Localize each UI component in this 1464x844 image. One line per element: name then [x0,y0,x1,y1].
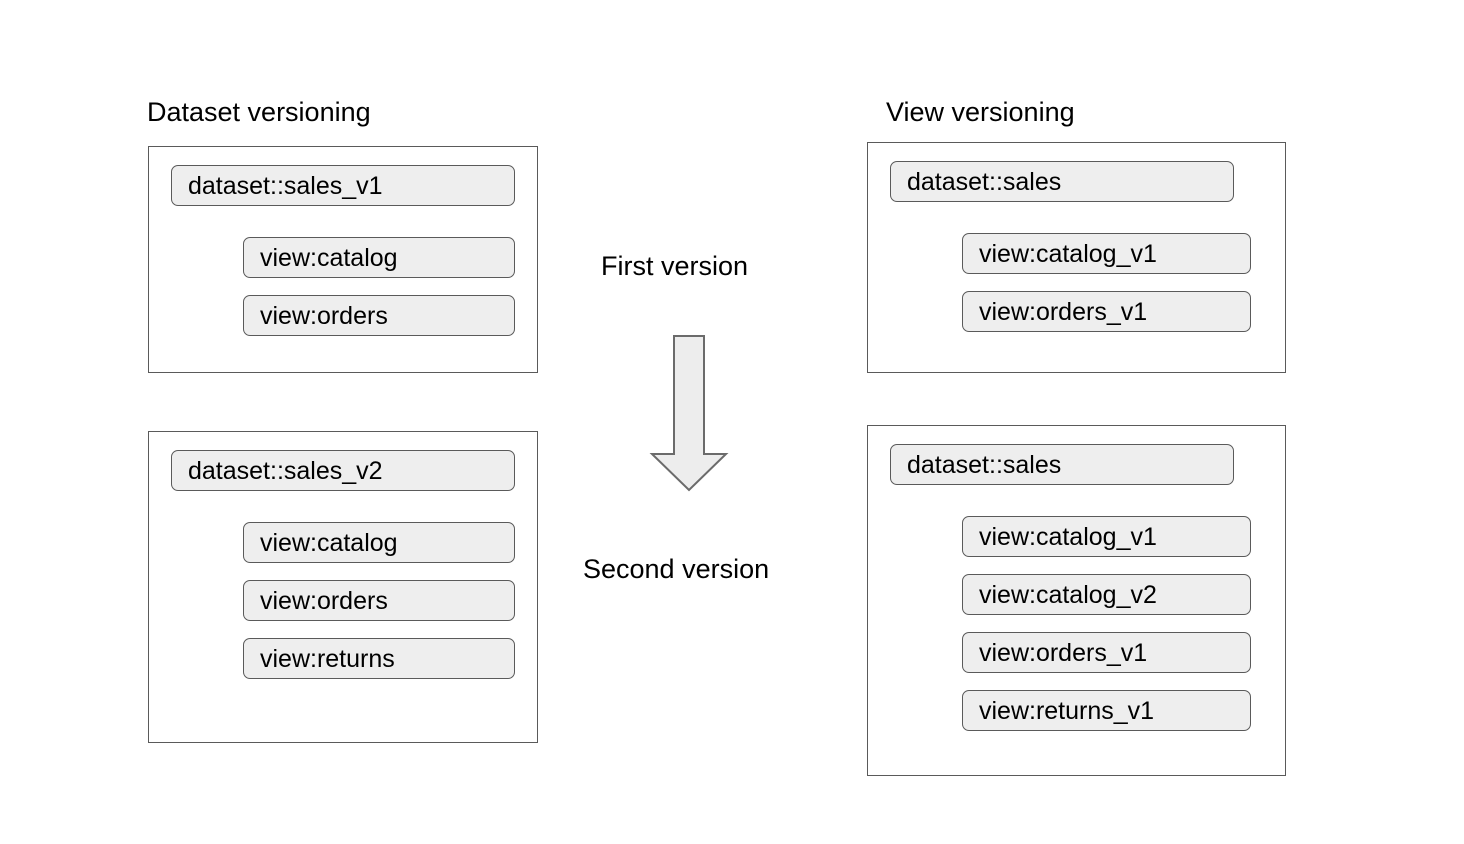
group-dataset-versioning-first-version: dataset::sales_v1 view:catalog view:orde… [148,146,538,373]
group-view-versioning-second-version: dataset::sales view:catalog_v1 view:cata… [867,425,1286,776]
timeline-label-second-version: Second version [583,554,770,584]
column-title-view-versioning: View versioning [886,97,1075,127]
node-dataset-sales-2[interactable]: dataset::sales [890,444,1234,485]
node-view-returns-v1[interactable]: view:returns_v1 [962,690,1251,731]
column-title-dataset-versioning: Dataset versioning [147,97,371,127]
node-view-orders-2[interactable]: view:orders [243,580,515,621]
timeline-label-first-version: First version [601,251,749,281]
group-dataset-versioning-second-version: dataset::sales_v2 view:catalog view:orde… [148,431,538,743]
group-view-versioning-first-version: dataset::sales view:catalog_v1 view:orde… [867,142,1286,373]
node-view-catalog-v1-2[interactable]: view:catalog_v1 [962,516,1251,557]
node-view-catalog-2[interactable]: view:catalog [243,522,515,563]
node-view-catalog-v2[interactable]: view:catalog_v2 [962,574,1251,615]
node-dataset-sales[interactable]: dataset::sales [890,161,1234,202]
node-dataset-sales-v2[interactable]: dataset::sales_v2 [171,450,515,491]
node-view-catalog[interactable]: view:catalog [243,237,515,278]
node-view-catalog-v1[interactable]: view:catalog_v1 [962,233,1251,274]
node-view-orders-v1[interactable]: view:orders_v1 [962,291,1251,332]
node-view-returns[interactable]: view:returns [243,638,515,679]
node-view-orders-v1-2[interactable]: view:orders_v1 [962,632,1251,673]
node-view-orders[interactable]: view:orders [243,295,515,336]
down-arrow-icon [649,334,729,492]
node-dataset-sales-v1[interactable]: dataset::sales_v1 [171,165,515,206]
